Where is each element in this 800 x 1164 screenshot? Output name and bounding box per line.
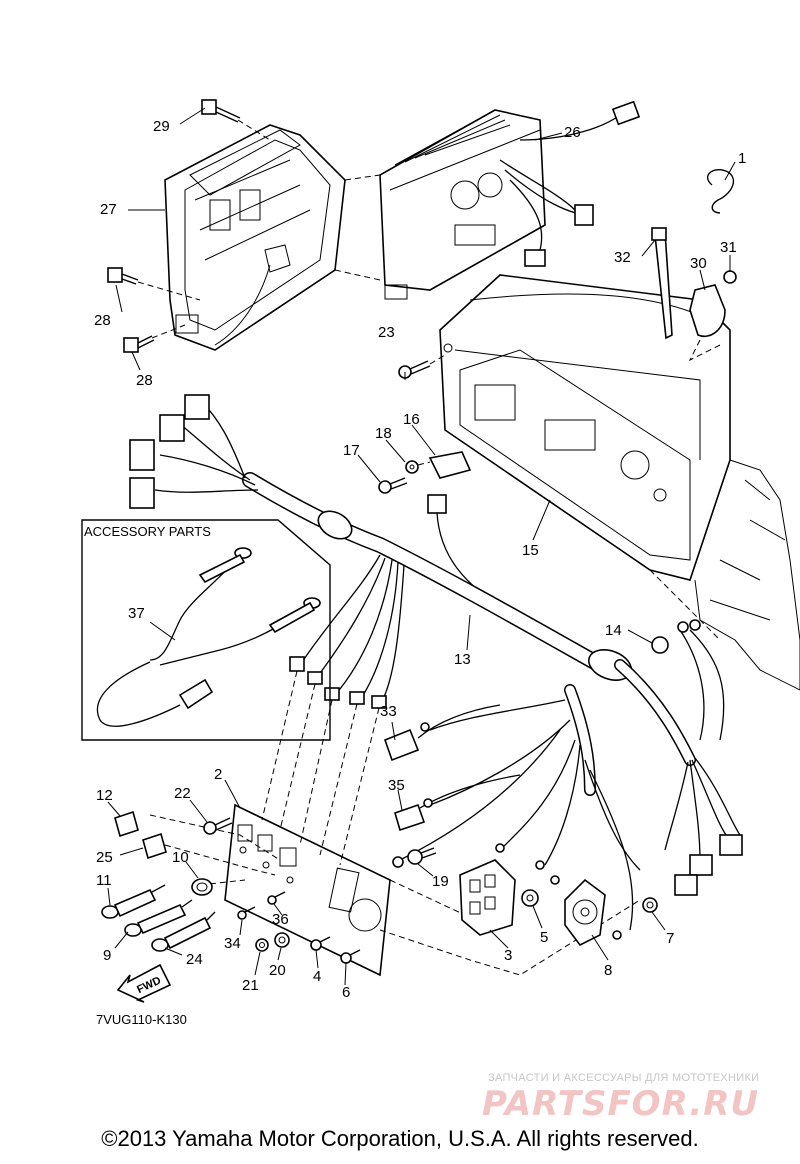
callout-4: 4 bbox=[313, 968, 321, 985]
callout-27: 27 bbox=[100, 201, 117, 218]
callout-33: 33 bbox=[380, 703, 397, 720]
callout-9: 9 bbox=[103, 947, 111, 964]
callout-5: 5 bbox=[540, 929, 548, 946]
part-15-housing bbox=[439, 274, 731, 581]
callout-21: 21 bbox=[242, 977, 259, 994]
callout-17: 17 bbox=[343, 442, 360, 459]
callout-30: 30 bbox=[690, 255, 707, 272]
callout-10: 10 bbox=[172, 849, 189, 866]
part-7-nut bbox=[642, 897, 658, 913]
part-22-screw bbox=[203, 817, 233, 835]
part-11-connector bbox=[101, 884, 166, 919]
part-33-switch bbox=[383, 704, 501, 762]
callout-14: 14 bbox=[605, 622, 622, 639]
callout-24: 24 bbox=[186, 951, 203, 968]
callout-37: 37 bbox=[128, 605, 145, 622]
callout-7: 7 bbox=[666, 930, 674, 947]
engine-outline bbox=[649, 459, 800, 691]
callout-15: 15 bbox=[522, 542, 539, 559]
part-1-clip bbox=[706, 168, 734, 214]
callout-8: 8 bbox=[604, 962, 612, 979]
callout-36: 36 bbox=[272, 911, 289, 928]
callout-19: 19 bbox=[432, 873, 449, 890]
fwd-arrow: FWD bbox=[116, 963, 172, 1003]
callout-labels: 1 2 3 4 5 6 7 8 9 10 11 12 13 14 15 16 1… bbox=[94, 118, 746, 1001]
callout-22: 22 bbox=[174, 785, 191, 802]
part-26-control-unit bbox=[379, 100, 641, 300]
callout-1: 1 bbox=[738, 150, 746, 167]
watermark-logo: PARTSFOR.RU bbox=[482, 1084, 760, 1124]
part-5-grommet bbox=[521, 889, 539, 907]
part-8-receptacle bbox=[550, 875, 622, 947]
callout-20: 20 bbox=[269, 962, 286, 979]
callout-32: 32 bbox=[614, 249, 631, 266]
part-13-harness bbox=[129, 394, 743, 931]
part-24-connector bbox=[151, 911, 216, 952]
callout-35: 35 bbox=[388, 777, 405, 794]
callout-31: 31 bbox=[720, 239, 737, 256]
part-32-cable-tie bbox=[651, 227, 673, 340]
part-28-bolt-lower bbox=[123, 335, 155, 353]
callout-25: 25 bbox=[96, 849, 113, 866]
callout-23: 23 bbox=[378, 324, 395, 341]
part-21-nut bbox=[255, 938, 269, 952]
watermark-tagline: ЗАПЧАСТИ И АКСЕССУАРЫ ДЛЯ МОТОТЕХНИКИ bbox=[488, 1072, 760, 1084]
callout-18: 18 bbox=[375, 425, 392, 442]
part-18-washer bbox=[405, 460, 419, 474]
callout-26: 26 bbox=[564, 124, 581, 141]
callout-11: 11 bbox=[96, 872, 112, 889]
part-35-relay bbox=[394, 774, 521, 832]
leader-lines bbox=[107, 107, 736, 986]
callout-6: 6 bbox=[342, 984, 350, 1001]
part-19-screw bbox=[407, 847, 437, 865]
diagram-code: 7VUG110-K130 bbox=[96, 1012, 187, 1027]
callout-2: 2 bbox=[214, 766, 222, 783]
part-31-screw bbox=[723, 270, 737, 284]
callout-13: 13 bbox=[454, 651, 471, 668]
part-34-screw bbox=[237, 906, 256, 920]
part-12-switch bbox=[114, 810, 139, 838]
part-29-bolt bbox=[201, 99, 241, 123]
part-9-connector bbox=[124, 899, 193, 937]
part-3-outlet bbox=[392, 843, 545, 936]
callout-3: 3 bbox=[504, 947, 512, 964]
callout-12: 12 bbox=[96, 787, 113, 804]
part-30-holder bbox=[689, 284, 726, 337]
part-17-screw bbox=[378, 477, 408, 494]
callout-34: 34 bbox=[224, 935, 241, 952]
callout-28-b: 28 bbox=[136, 372, 153, 389]
part-23-screw bbox=[398, 360, 431, 379]
part-20-nut bbox=[274, 932, 290, 948]
part-10-grommet bbox=[191, 878, 213, 896]
part-27-cover bbox=[164, 124, 346, 351]
accessory-parts-label: ACCESSORY PARTS bbox=[84, 524, 211, 539]
part-2-panel bbox=[224, 803, 391, 977]
part-28-bolt-upper bbox=[107, 267, 139, 285]
copyright-footer: ©2013 Yamaha Motor Corporation, U.S.A. A… bbox=[101, 1126, 699, 1151]
part-36-screw bbox=[267, 891, 286, 905]
part-16-cap bbox=[427, 451, 511, 611]
part-25-switch bbox=[142, 832, 167, 860]
callout-16: 16 bbox=[403, 411, 420, 428]
callout-29: 29 bbox=[153, 118, 170, 135]
accessory-parts-box bbox=[81, 519, 331, 741]
callout-28-a: 28 bbox=[94, 312, 111, 329]
